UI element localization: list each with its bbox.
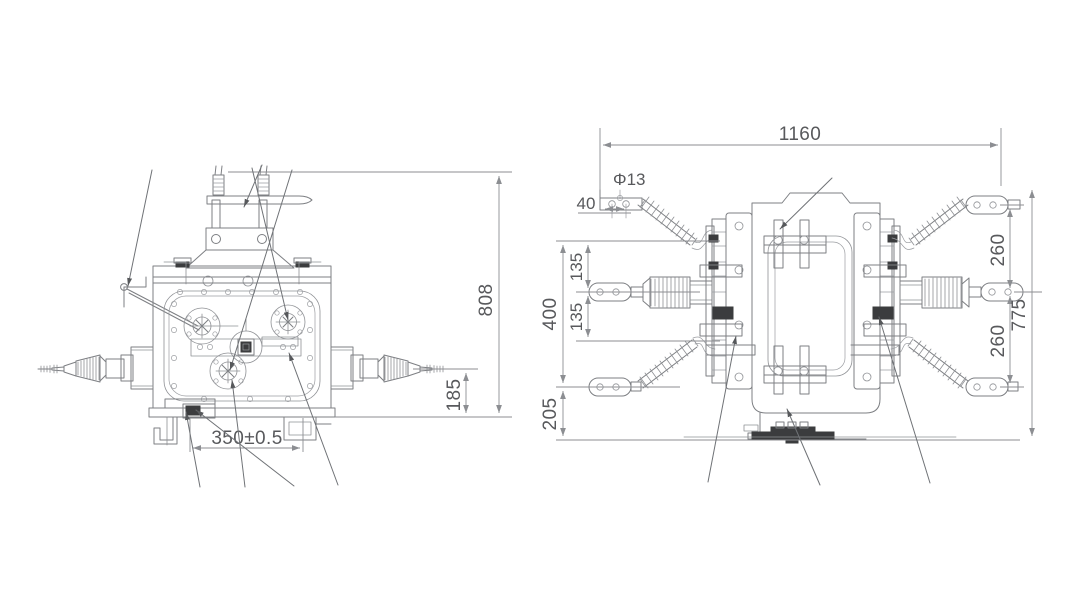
dimension-label-400: 400: [540, 298, 561, 331]
dimension-label-1160: 1160: [779, 124, 821, 145]
dimension-stack-right: 260 260 775: [988, 190, 1042, 436]
base-mounting-frame: [148, 398, 336, 446]
clamp-lower: [763, 345, 827, 395]
breaker-tank-body: [152, 282, 332, 409]
dimension-label-808: 808: [476, 284, 497, 317]
dimension-label-260-lower: 260: [988, 325, 1009, 358]
operating-rod-assembly: [185, 165, 313, 269]
dimension-label-205: 205: [540, 398, 561, 431]
insulator-lower-left: [637, 336, 716, 389]
right-front-elevation-view: 1160 40 Φ13: [540, 124, 1042, 486]
indicator-dial-left: [183, 307, 239, 345]
terminal-pad-upper-right: [965, 195, 1021, 215]
top-cover-plate: [152, 257, 332, 287]
dimension-1160: 1160: [599, 124, 1002, 208]
indicator-dial-right: [270, 304, 306, 340]
mounting-bracket-upper-left: 40 Φ13: [577, 170, 645, 219]
dimension-808: 808: [228, 171, 512, 418]
leader-lines-left-view: [127, 164, 339, 488]
insulator-upper-right: [891, 196, 969, 250]
dimension-label-phi13: Φ13: [613, 170, 645, 189]
center-housing: [743, 192, 881, 444]
dimension-label-40: 40: [577, 194, 596, 213]
dimension-185: 185: [413, 368, 478, 413]
bushing-insulator-right: [330, 346, 447, 390]
pole-column-left: [699, 212, 756, 390]
indicator-dial-lower: [209, 352, 247, 390]
ground-reference-line: [556, 436, 1020, 441]
clamp-upper: [763, 219, 827, 269]
left-side-elevation-view: 808 185 350±0.5: [37, 164, 512, 488]
drive-shaft-mechanism: [190, 318, 302, 364]
pole-column-right: [850, 212, 907, 390]
insulator-middle-right: [899, 276, 1024, 309]
insulator-lower-right: [890, 336, 969, 389]
dimension-label-775: 775: [1009, 299, 1030, 332]
insulator-upper-left: [637, 196, 715, 250]
dimension-label-350: 350±0.5: [211, 428, 282, 449]
dimension-350: 350±0.5: [189, 418, 304, 452]
latch-lever: [120, 276, 200, 331]
dimension-label-135-upper: 135: [567, 253, 586, 281]
insulator-middle-left: [588, 276, 713, 309]
dimension-label-135-lower: 135: [567, 303, 586, 331]
dimension-label-260-upper: 260: [988, 234, 1009, 267]
dimension-label-185: 185: [444, 379, 465, 412]
dimension-stack-left: 135 135 400 205: [540, 240, 720, 436]
leader-lines-right-view: [707, 177, 931, 486]
bushing-insulator-left: [37, 346, 154, 390]
